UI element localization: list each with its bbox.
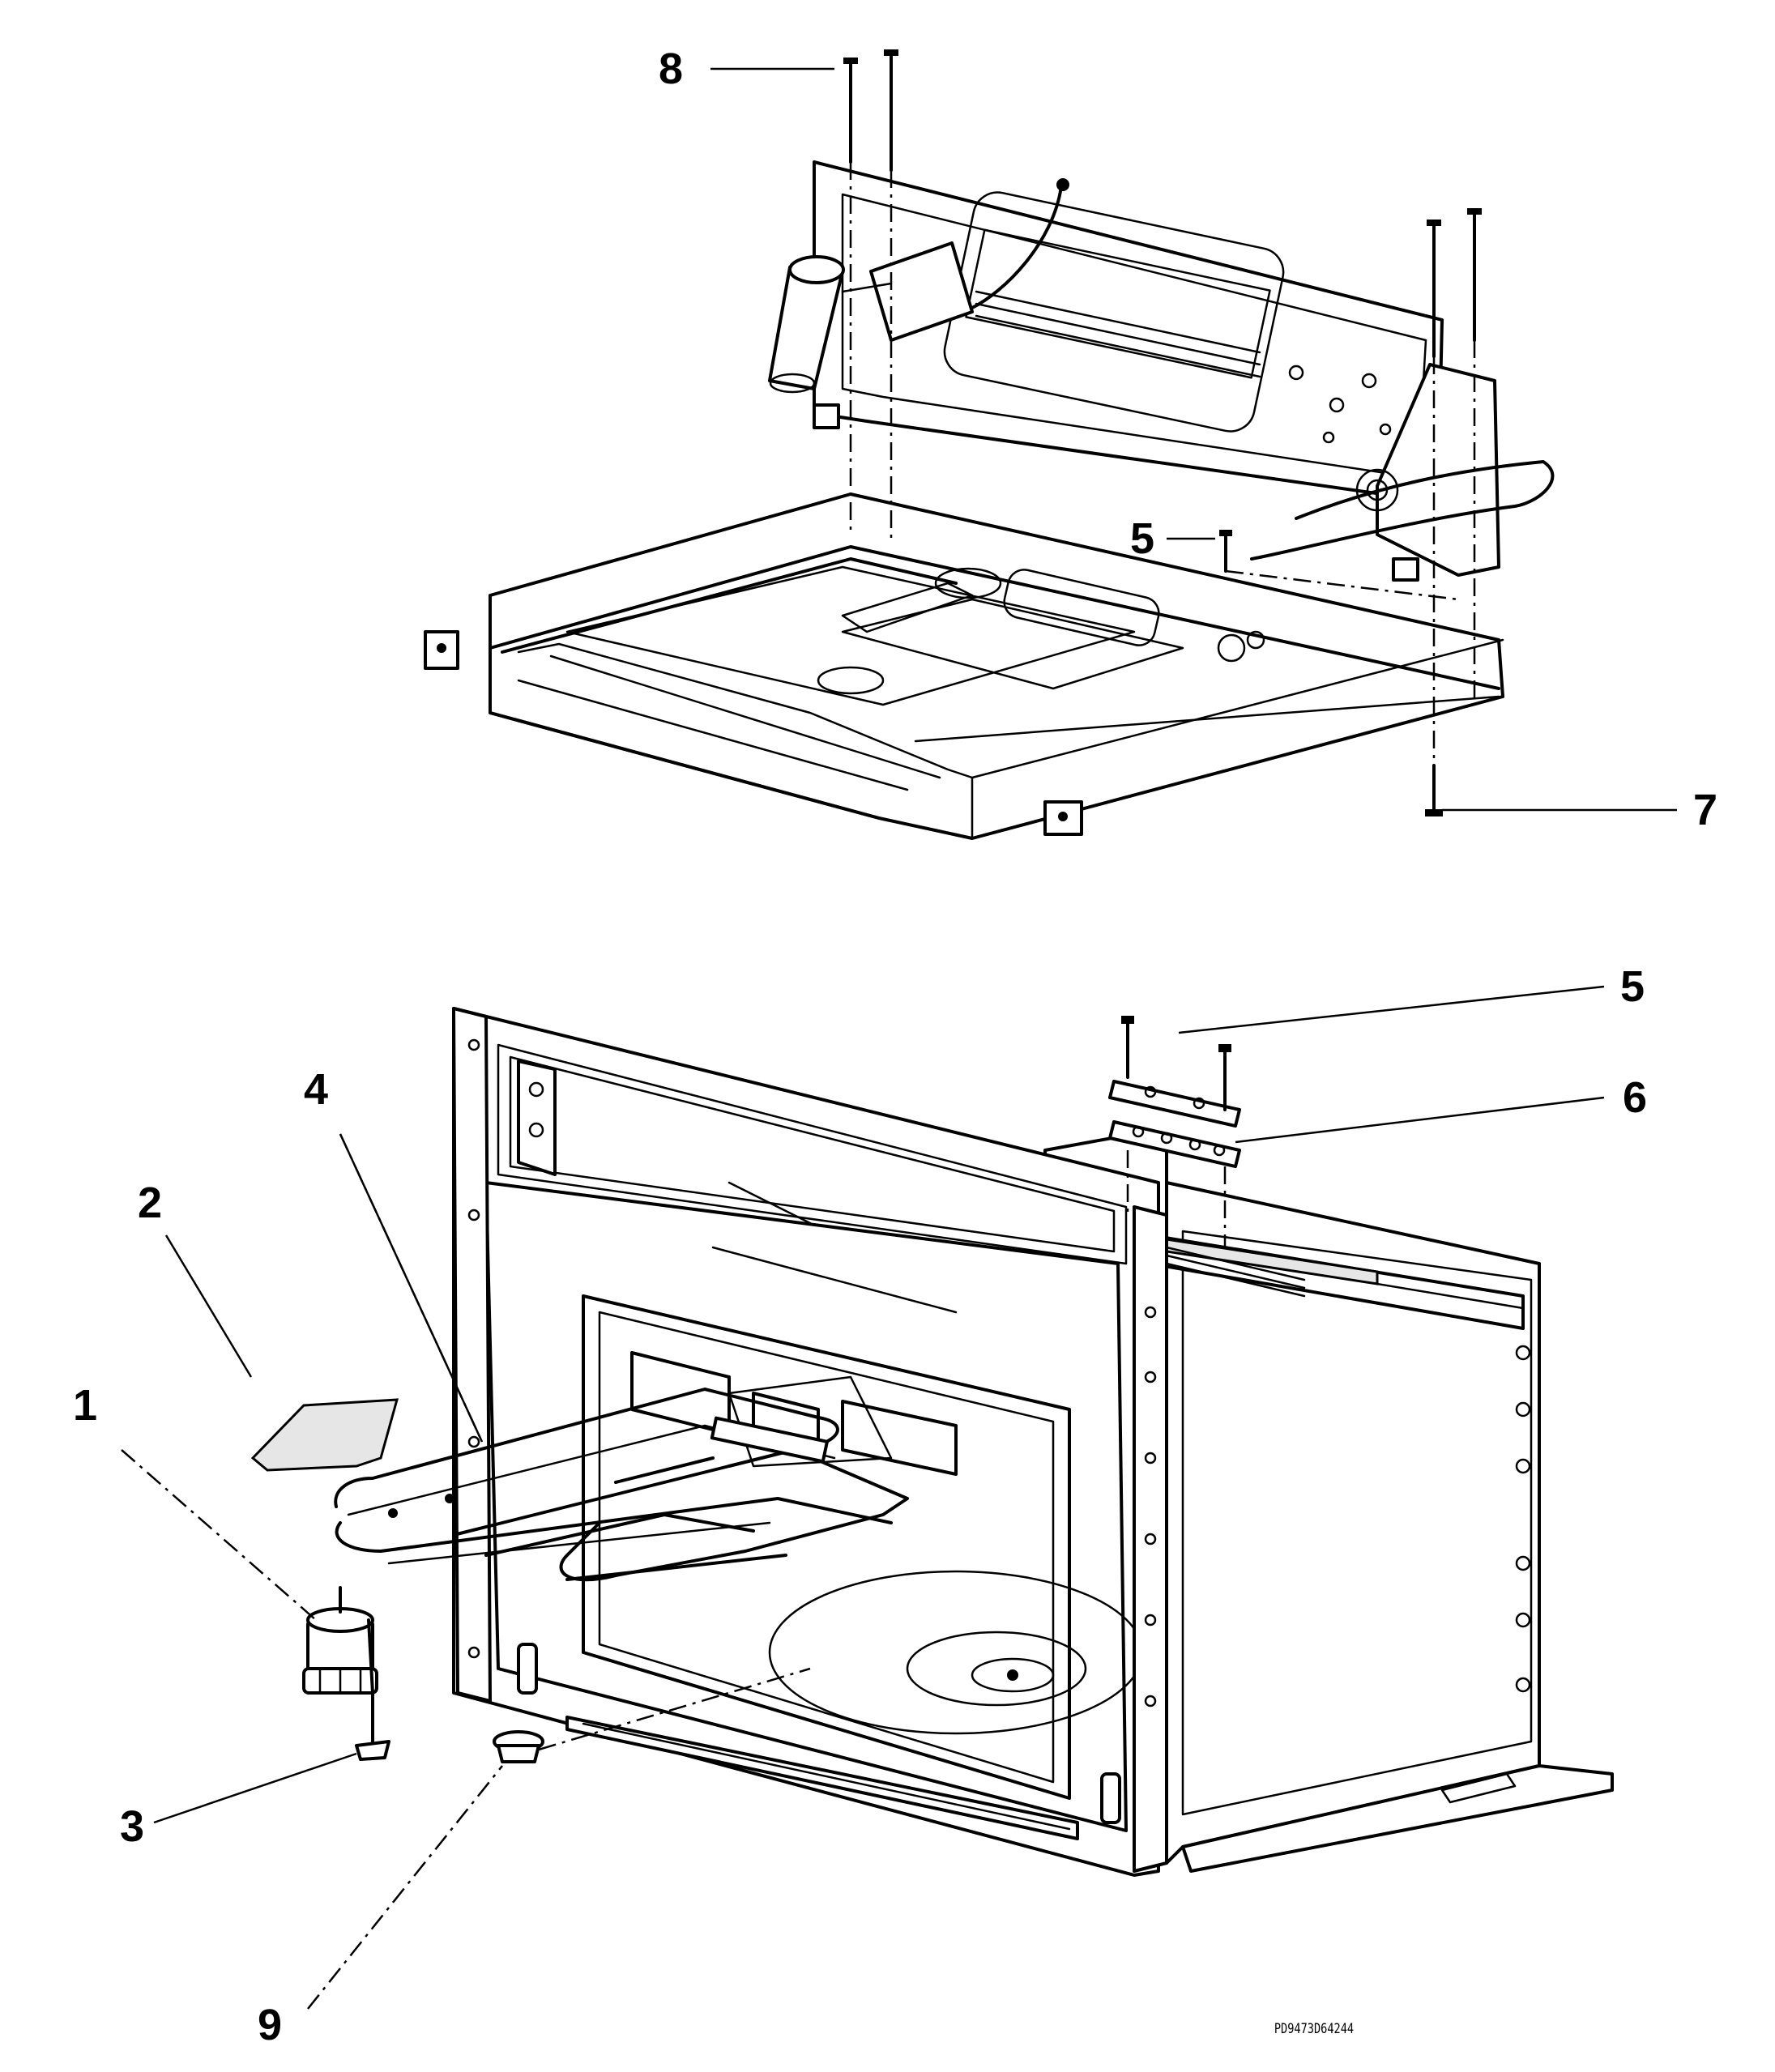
screws-right: [1425, 208, 1482, 816]
callout-6: 6: [1622, 1073, 1648, 1122]
callout-5-upper: 5: [1129, 514, 1155, 563]
bracket-6: [1108, 1016, 1241, 1247]
callout-4: 4: [303, 1065, 329, 1114]
drawing-code: PD9473D64244: [1274, 2021, 1355, 2037]
stirrer-coupler: [493, 1667, 811, 1763]
heating-element: [334, 1388, 909, 1582]
lower-assembly: [121, 985, 1614, 2010]
bottom-plate: [424, 492, 1504, 840]
screw-5-upper: [1219, 530, 1459, 601]
thermostat: [302, 1586, 378, 1695]
lamp-holder: [768, 241, 974, 394]
screws-8: [843, 49, 898, 543]
callout-1: 1: [72, 1381, 98, 1430]
callout-2: 2: [137, 1179, 163, 1227]
mica-cover: [250, 1398, 399, 1472]
callout-9: 9: [257, 2001, 283, 2049]
upper-assembly: [424, 49, 1677, 840]
callout-8: 8: [658, 45, 684, 93]
callout-7: 7: [1692, 786, 1718, 834]
fastener-clip: [355, 1691, 390, 1761]
rear-panel: [768, 160, 1555, 582]
callout-5-lower: 5: [1619, 962, 1645, 1011]
callout-3: 3: [119, 1802, 145, 1851]
